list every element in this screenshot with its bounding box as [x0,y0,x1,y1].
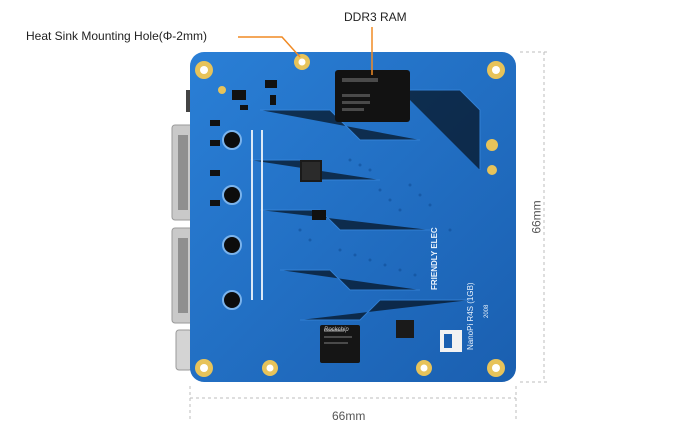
soc-marking: Rockchip [324,327,349,333]
year-silkscreen: 2008 [484,304,490,318]
small-ic-3 [396,320,414,338]
ddr3-ram-label: DDR3 RAM [344,10,407,24]
round-pads [222,130,242,310]
heatsink-hole-label: Heat Sink Mounting Hole(Φ-2mm) [26,29,207,43]
width-dimension-label: 66mm [332,409,366,423]
heatsink-callout-line [238,36,301,58]
model-silkscreen: NanoPi R4S (1GB) [466,282,475,350]
brand-silkscreen: FRIENDLY ELEC [430,227,439,290]
height-dimension-label: 66mm [529,200,544,234]
small-ic-2 [312,210,326,220]
mounting-holes [195,54,505,377]
usb-port [175,329,193,371]
